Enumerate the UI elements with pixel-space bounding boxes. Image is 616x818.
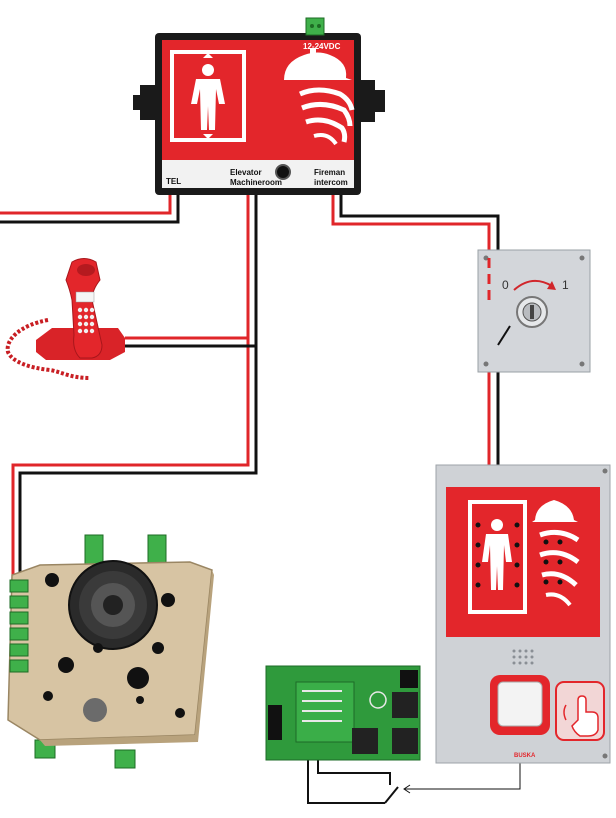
speaker-terminal-strip xyxy=(9,579,29,673)
mount-ear-left xyxy=(133,85,155,120)
key-switch-position-off: 0 xyxy=(502,278,509,292)
red-telephone-handset-icon xyxy=(5,258,125,380)
button-signal-arrow xyxy=(404,760,521,790)
push-button-icon xyxy=(490,675,550,735)
loop-switch-contact xyxy=(384,786,399,804)
key-switch-position-on: 1 xyxy=(562,278,569,292)
firefighter-helmet-icon xyxy=(282,48,355,146)
pcb-rj-jack-3 xyxy=(392,728,418,754)
fireman-label-line2: intercom xyxy=(314,178,348,187)
wire-tel-black xyxy=(0,194,180,224)
pcb-rj-jack-1 xyxy=(352,728,378,754)
elevator-label-line2: Machineroom xyxy=(230,178,282,187)
key-switch: 0 1 xyxy=(477,249,591,373)
wire-fireman-black xyxy=(339,194,500,252)
arrow-head xyxy=(403,784,411,794)
tel-label: TEL xyxy=(166,177,181,186)
key-switch-rotation-arrow xyxy=(513,279,553,291)
handset-keypad xyxy=(77,307,95,334)
power-terminal xyxy=(305,17,325,36)
power-label: 12-24VDC xyxy=(303,42,341,51)
fireman-label-line1: Fireman xyxy=(314,168,345,177)
machineroom-jack xyxy=(275,164,291,180)
pcb-rj-jack-2 xyxy=(392,692,418,718)
wire-tel-red xyxy=(0,194,172,215)
handset-coil-cord xyxy=(5,318,91,380)
wire-fireman-red xyxy=(331,194,491,252)
touch-hand-icon xyxy=(555,681,605,741)
panel-speaker-holes xyxy=(512,649,534,665)
handset-body xyxy=(65,258,103,359)
person-in-elevator-icon xyxy=(170,50,246,142)
elevator-label-line1: Elevator xyxy=(230,168,262,177)
braille-elevator-icon xyxy=(468,500,527,614)
circuit-board-icon xyxy=(265,665,421,761)
wire-pcb-loop xyxy=(307,760,385,804)
fireman-intercom-panel: BUSKA xyxy=(435,464,611,764)
wire-machineroom-black xyxy=(18,194,258,592)
wire-pcb-loop-2 xyxy=(317,760,391,785)
intercom-controller: 12-24VDC TEL Elevator Machineroom Firema… xyxy=(133,17,385,195)
controller-lower-white-band xyxy=(162,160,354,188)
loudspeaker-icon xyxy=(7,534,214,769)
wiring xyxy=(0,194,521,804)
mount-ear-right xyxy=(360,80,385,122)
wire-machineroom-red xyxy=(11,194,250,597)
braille-firefighter-icon xyxy=(532,500,580,607)
switch-contact xyxy=(497,325,511,346)
panel-brand: BUSKA xyxy=(514,753,536,759)
